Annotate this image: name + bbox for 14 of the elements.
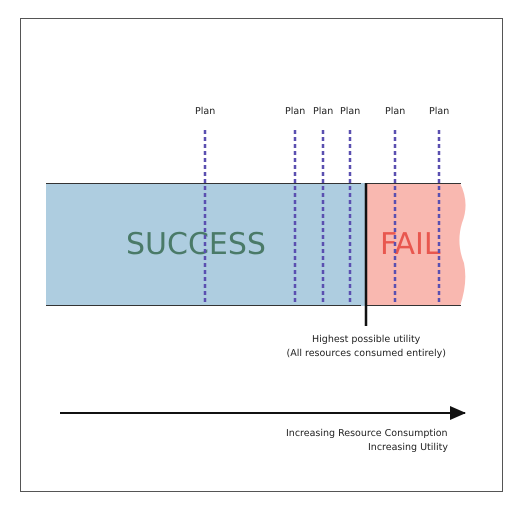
plan-label: Plan bbox=[313, 106, 334, 117]
region-label: FAIL bbox=[380, 227, 441, 262]
annotation-text: Highest possible utility bbox=[312, 334, 420, 345]
axis-label: Increasing Resource Consumption bbox=[286, 428, 448, 439]
plan-label: Plan bbox=[340, 106, 360, 117]
fail-region bbox=[366, 183, 466, 306]
plan-label: Plan bbox=[285, 106, 306, 117]
plan-label: Plan bbox=[195, 106, 216, 117]
plan-label: Plan bbox=[429, 106, 450, 117]
success-region bbox=[46, 183, 366, 306]
axis-label: Increasing Utility bbox=[368, 442, 448, 453]
annotation-text: (All resources consumed entirely) bbox=[286, 348, 446, 359]
plan-label: Plan bbox=[385, 106, 406, 117]
region-label: SUCCESS bbox=[126, 227, 266, 262]
